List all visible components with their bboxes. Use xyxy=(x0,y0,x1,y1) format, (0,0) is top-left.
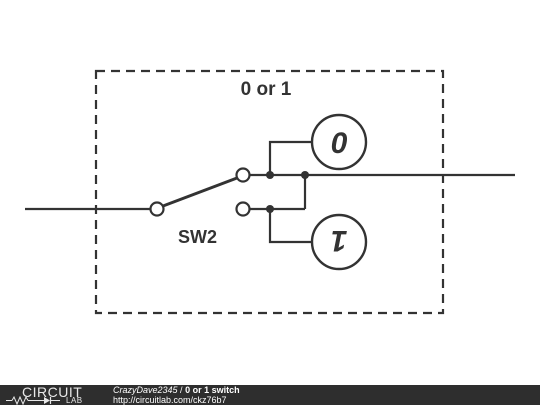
logo-word: CIRCUIT xyxy=(22,384,83,400)
circuit-meta: CrazyDave2345 / 0 or 1 switch http://cir… xyxy=(113,386,240,405)
junction-dot xyxy=(301,171,309,179)
junction-dot xyxy=(266,205,274,213)
switch-sw2 xyxy=(149,167,251,217)
switch-label: SW2 xyxy=(178,227,217,247)
indicator-zero-circle xyxy=(310,113,368,171)
indicator-zero: 0 xyxy=(310,113,368,171)
switch-lever xyxy=(162,176,238,208)
subcircuit-box xyxy=(94,69,445,315)
circuit-url[interactable]: http://circuitlab.com/ckz76b7 xyxy=(113,395,227,405)
circuitlab-logo[interactable]: CIRCUIT LAB xyxy=(4,385,100,405)
circuit-title: 0 or 1 switch xyxy=(185,385,240,395)
schematic-drawing: 0 or 1 SW2 0 1 xyxy=(25,69,515,315)
wiring xyxy=(250,140,515,244)
indicator-zero-symbol: 0 xyxy=(331,127,348,160)
indicator-one-symbol: 1 xyxy=(331,224,348,257)
indicator-top-wire xyxy=(268,140,313,175)
logo-sub: LAB xyxy=(66,396,83,405)
resistor-diode-icon xyxy=(6,396,60,405)
footer-bar: CIRCUIT LAB CrazyDave2345 / 0 or 1 switc… xyxy=(0,385,540,405)
box-label: 0 or 1 xyxy=(241,79,292,100)
indicator-bottom-wire xyxy=(268,209,313,244)
indicator-one-circle xyxy=(310,213,368,271)
junction-dot xyxy=(266,171,274,179)
indicator-one: 1 xyxy=(310,213,368,271)
switch-top-terminal xyxy=(235,167,251,183)
author-link[interactable]: CrazyDave2345 xyxy=(113,385,178,395)
switch-common-terminal xyxy=(149,201,165,217)
meta-separator: / xyxy=(177,385,186,395)
switch-bottom-terminal xyxy=(235,201,251,217)
